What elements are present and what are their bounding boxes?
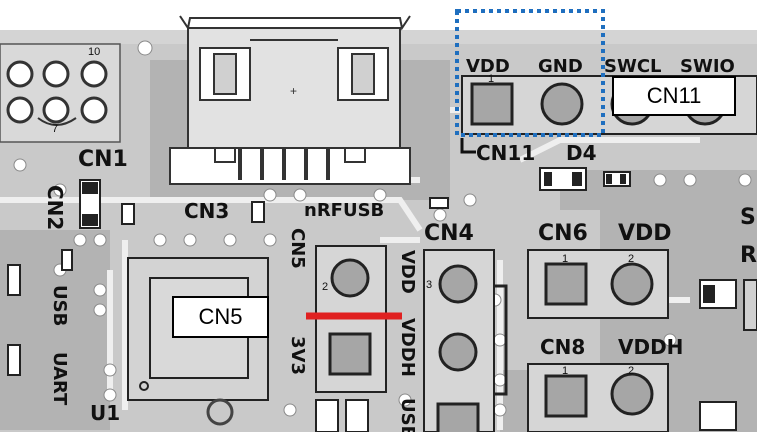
cn4-vdd-label: VDD	[397, 250, 418, 294]
cn1-pin7-label: 7	[52, 123, 58, 135]
uart-label: UART	[49, 352, 70, 406]
cn11-swcl-label: SWCL	[604, 56, 662, 77]
d4-diode	[539, 167, 631, 191]
cn11-callout: CN11	[612, 76, 736, 116]
d4-label: D4	[566, 141, 597, 165]
cn4-pin3-label: 3	[426, 279, 432, 291]
cn2-small-part	[121, 203, 135, 225]
u1-label: U1	[90, 401, 120, 425]
cn5-label: CN5	[287, 228, 308, 269]
cn4-header	[423, 249, 508, 436]
cn8-pin1-label: 1	[562, 365, 568, 377]
cn1-pin10-label: 10	[88, 46, 100, 58]
r-label: R	[740, 243, 757, 268]
cn8-pin2-label: 2	[628, 365, 634, 377]
cn6-pin1-label: 1	[562, 253, 568, 265]
nrfusb-label: nRFUSB	[304, 200, 384, 221]
cn11-gnd-label: GND	[538, 56, 583, 77]
cn11-swio-label: SWIO	[680, 56, 735, 77]
vias	[13, 40, 752, 417]
cn11-vdd-label: VDD	[466, 56, 510, 77]
cn2-label: CN2	[43, 185, 67, 230]
cn6-label: CN6	[538, 221, 588, 246]
cn6-vdd-label: VDD	[618, 221, 672, 246]
cn8-header	[527, 363, 669, 433]
cn11-label: CN11	[476, 141, 535, 165]
cn5-pin2-label: 2	[322, 281, 328, 293]
cn11-pin1-label: 1	[488, 73, 494, 85]
right-edge-parts	[699, 279, 757, 431]
cn5-3v3-label: 3V3	[287, 336, 308, 375]
usb-label: USB	[49, 285, 70, 326]
cn8-label: CN8	[540, 335, 585, 359]
cn4-vddh-label: VDDH	[397, 318, 418, 377]
cn3-label: CN3	[184, 199, 229, 223]
svg-text:+: +	[290, 84, 297, 98]
cn3-connector	[169, 15, 411, 185]
s-label: S	[740, 205, 756, 230]
cn4-label: CN4	[424, 221, 474, 246]
cn2-jumper	[79, 179, 101, 229]
cn6-header	[527, 249, 669, 319]
cn1-header	[0, 43, 121, 143]
highlight-box	[455, 9, 605, 137]
u1-chip	[127, 257, 269, 426]
cn1-label: CN1	[78, 147, 128, 172]
cn4-usb-label: USB	[397, 398, 418, 432]
left-edge-parts	[7, 264, 21, 376]
cn6-pin2-label: 2	[628, 253, 634, 265]
cn8-vddh-label: VDDH	[618, 335, 683, 359]
cn5-callout: CN5	[172, 296, 269, 338]
